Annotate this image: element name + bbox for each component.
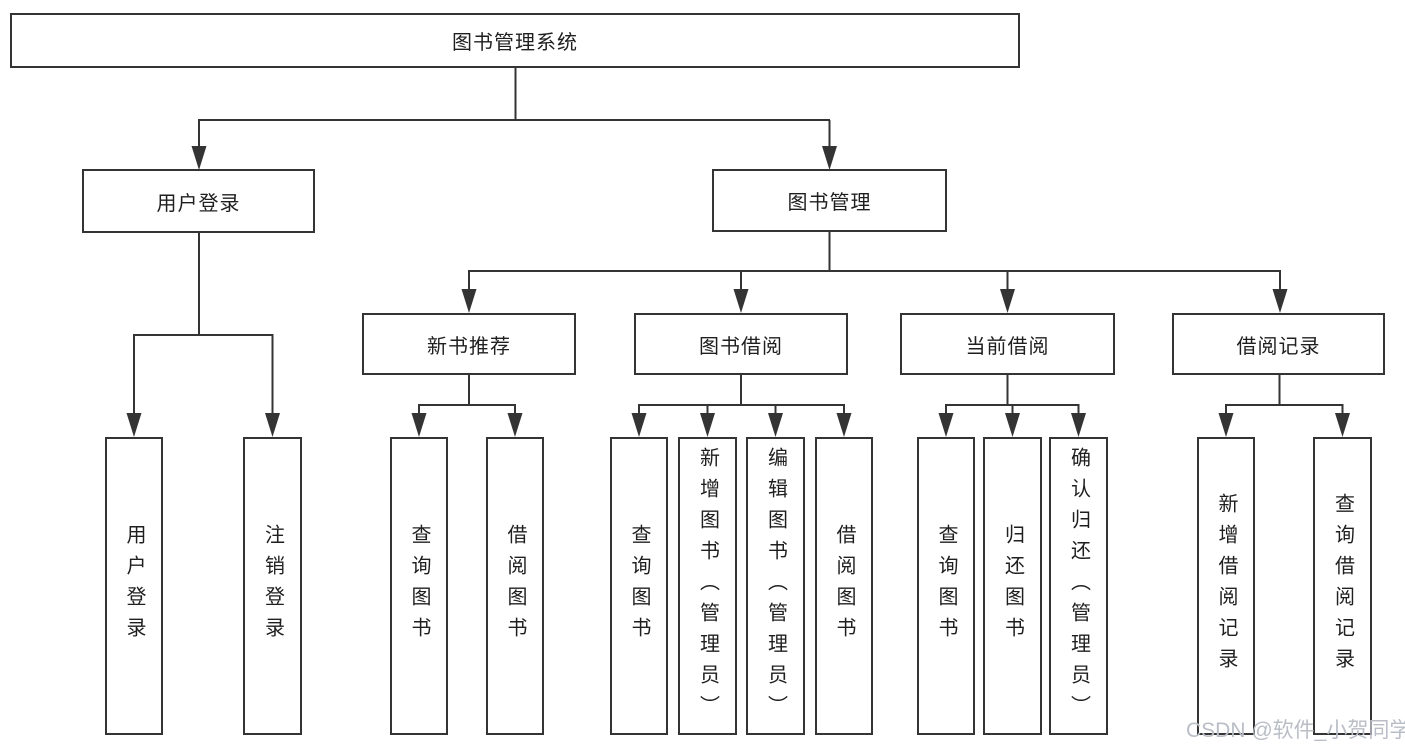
leaf-borrow-books-label: 借阅图书 — [833, 524, 855, 648]
connector-records-to-leaves — [1225, 375, 1344, 417]
node-user-login-label: 用户登录 — [156, 192, 241, 215]
leaf-borrow-books-recommend: 借阅图书 — [486, 437, 544, 735]
csdn-watermark: CSDN @软件_小贺同学 — [1186, 719, 1405, 742]
connector-root-to-level2 — [198, 68, 831, 150]
leaf-borrow-books-recommend-label: 借阅图书 — [504, 524, 526, 648]
node-borrow-records-label: 借阅记录 — [1236, 335, 1321, 358]
arrow-down-icon — [822, 146, 837, 170]
connector-bookborrow-to-leaves — [638, 375, 845, 417]
arrow-down-icon — [733, 289, 749, 313]
leaf-add-books-admin-label: 新增图书（管理员） — [696, 446, 719, 726]
leaf-query-borrow-record-label: 查询借阅记录 — [1331, 493, 1354, 679]
leaf-logout: 注销登录 — [243, 437, 302, 735]
leaf-query-borrow-record: 查询借阅记录 — [1313, 437, 1372, 735]
arrow-down-icon — [1335, 413, 1350, 437]
node-borrow-records: 借阅记录 — [1172, 313, 1385, 375]
node-book-management: 图书管理 — [712, 169, 947, 232]
arrow-down-icon — [1071, 413, 1086, 437]
leaf-query-books-borrow-label: 查询图书 — [628, 524, 650, 648]
arrow-down-icon — [700, 413, 715, 437]
node-user-login: 用户登录 — [82, 169, 315, 233]
arrow-down-icon — [507, 413, 523, 437]
leaf-query-books-recommend: 查询图书 — [390, 437, 448, 735]
arrow-down-icon — [191, 146, 207, 170]
connector-userlogin-to-leaves — [133, 233, 274, 417]
leaf-query-books-borrow: 查询图书 — [610, 437, 668, 735]
connector-newbook-to-leaves — [418, 375, 516, 417]
arrow-down-icon — [836, 413, 852, 437]
arrow-down-icon — [265, 413, 280, 437]
node-book-borrow-label: 图书借阅 — [699, 335, 783, 358]
leaf-user-login: 用户登录 — [105, 437, 163, 735]
arrow-down-icon — [411, 413, 427, 437]
leaf-add-borrow-record: 新增借阅记录 — [1197, 437, 1255, 735]
node-current-borrow-label: 当前借阅 — [965, 335, 1050, 358]
arrow-down-icon — [461, 289, 477, 313]
arrow-down-icon — [1005, 413, 1020, 437]
leaf-query-books-current-label: 查询图书 — [935, 524, 957, 648]
leaf-add-borrow-record-label: 新增借阅记录 — [1215, 493, 1237, 679]
leaf-query-books-current: 查询图书 — [917, 437, 975, 735]
leaf-return-books-label: 归还图书 — [1001, 524, 1024, 648]
node-current-borrow: 当前借阅 — [900, 313, 1115, 375]
node-book-borrow: 图书借阅 — [634, 313, 848, 375]
leaf-confirm-return-admin-label: 确认归还（管理员） — [1067, 446, 1090, 726]
connector-currentborrow-to-leaves — [945, 375, 1080, 417]
node-new-book-recommend: 新书推荐 — [362, 313, 576, 375]
arrow-down-icon — [631, 413, 647, 437]
leaf-query-books-recommend-label: 查询图书 — [408, 524, 430, 648]
leaf-user-login-label: 用户登录 — [123, 524, 145, 648]
node-book-management-label: 图书管理 — [787, 192, 872, 214]
leaf-edit-books-admin: 编辑图书（管理员） — [746, 437, 805, 735]
leaf-borrow-books: 借阅图书 — [815, 437, 873, 735]
node-root-system: 图书管理系统 — [10, 13, 1020, 68]
leaf-return-books: 归还图书 — [983, 437, 1042, 735]
node-new-book-recommend-label: 新书推荐 — [427, 335, 511, 358]
arrow-down-icon — [1272, 289, 1288, 313]
node-root-label: 图书管理系统 — [452, 32, 578, 54]
arrow-down-icon — [938, 413, 954, 437]
leaf-add-books-admin: 新增图书（管理员） — [678, 437, 737, 735]
leaf-confirm-return-admin: 确认归还（管理员） — [1049, 437, 1108, 735]
arrow-down-icon — [1218, 413, 1234, 437]
arrow-down-icon — [126, 413, 142, 437]
leaf-logout-label: 注销登录 — [261, 524, 284, 648]
leaf-edit-books-admin-label: 编辑图书（管理员） — [764, 446, 787, 726]
arrow-down-icon — [768, 413, 783, 437]
arrow-down-icon — [1000, 289, 1015, 313]
connector-bookmgmt-to-level3 — [468, 232, 1281, 293]
